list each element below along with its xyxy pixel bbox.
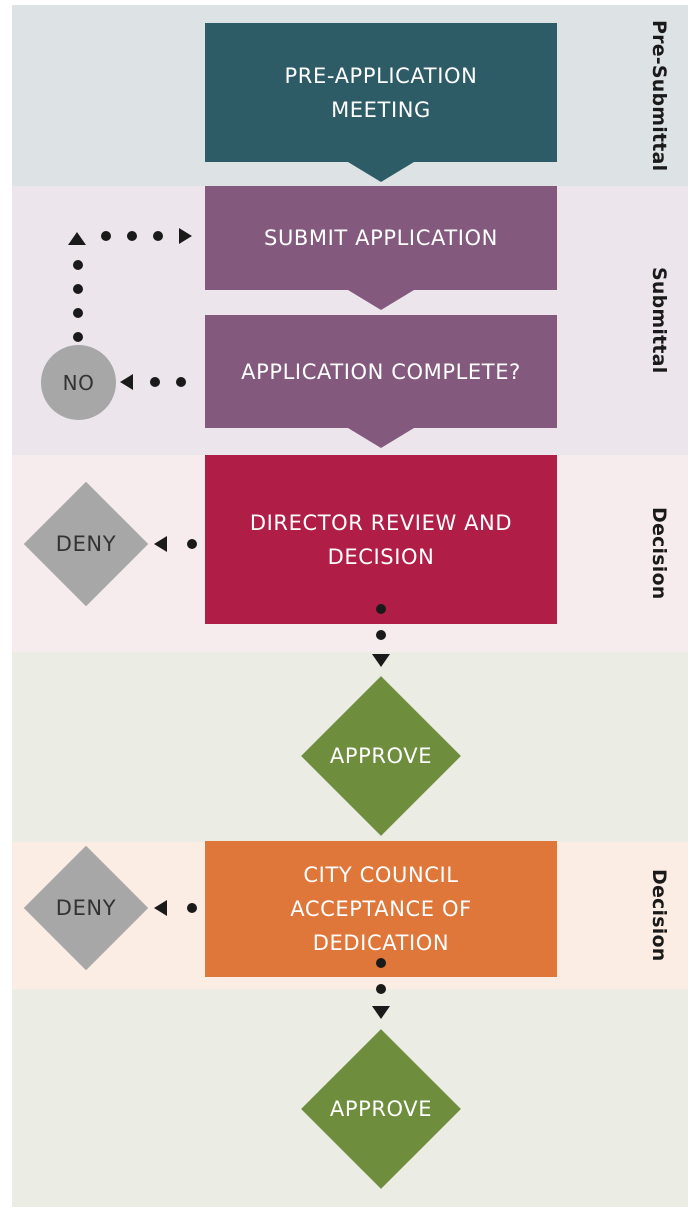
step-director-review: DIRECTOR REVIEW AND DECISION [205,455,557,624]
arrow-down-icon [372,654,390,667]
step-council-acceptance: CITY COUNCIL ACCEPTANCE OF DEDICATION [205,841,557,977]
connector-dot [376,604,386,614]
connector-notch [348,162,414,182]
connector-dot [176,377,186,387]
step-application-complete: APPLICATION COMPLETE? [205,315,557,428]
approve-outcome-diamond: APPROVE [301,676,461,836]
arrow-up-icon [68,232,86,245]
phase-label-pre-submittal: Pre-Submittal [648,19,670,172]
no-outcome-circle: NO [41,345,116,420]
deny-outcome-diamond: DENY [23,481,149,607]
arrow-down-icon [372,1006,390,1019]
connector-dot [101,231,111,241]
arrow-left-icon [154,900,167,916]
approve-outcome-diamond: APPROVE [301,1029,461,1189]
connector-dot [153,231,163,241]
connector-dot [73,308,83,318]
connector-dot [187,903,197,913]
connector-dot [150,377,160,387]
connector-dot [73,260,83,270]
deny-outcome-diamond: DENY [23,845,149,971]
phase-label-submittal: Submittal [648,267,670,374]
connector-dot [73,284,83,294]
arrow-right-icon [179,228,192,244]
connector-dot [187,539,197,549]
arrow-left-icon [154,536,167,552]
connector-dot [376,984,386,994]
phase-label-decision-1: Decision [648,507,670,600]
step-submit-application: SUBMIT APPLICATION [205,186,557,290]
connector-dot [127,231,137,241]
connector-dot [73,332,83,342]
arrow-left-icon [120,374,133,390]
connector-notch [348,428,414,448]
phase-label-decision-2: Decision [648,869,670,962]
step-pre-application-meeting: PRE-APPLICATION MEETING [205,23,557,162]
connector-notch [348,290,414,310]
connector-dot [376,630,386,640]
connector-dot [376,958,386,968]
